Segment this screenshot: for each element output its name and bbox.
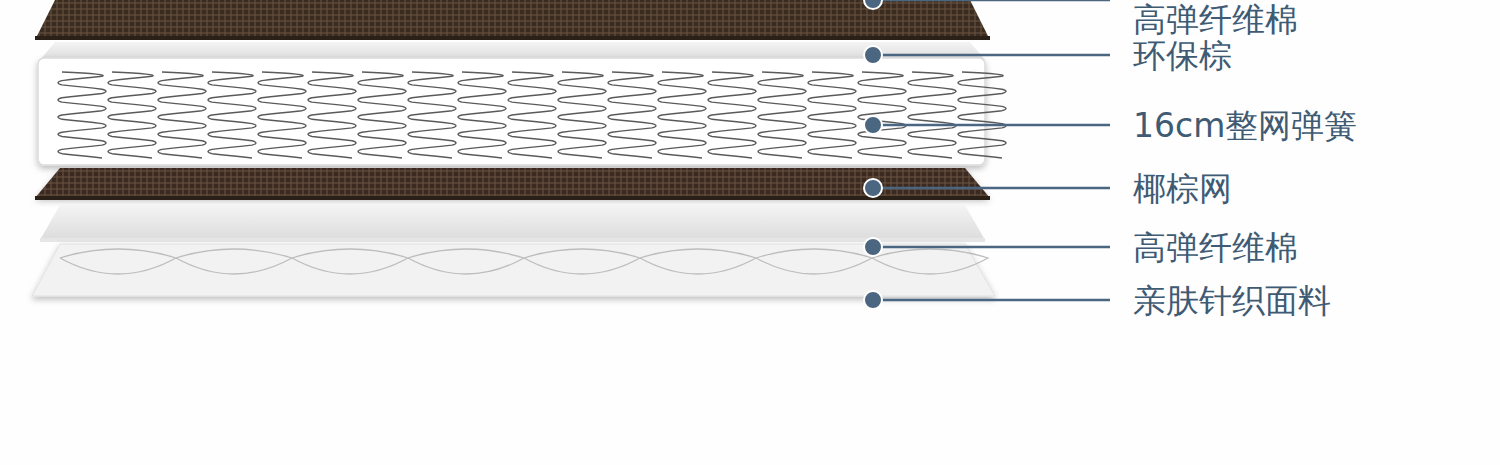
spring-coil [958, 72, 1006, 158]
leader-lines [864, 0, 1110, 309]
spring-coil [758, 72, 806, 158]
layer-edge [35, 196, 990, 200]
coir-net [35, 168, 990, 198]
quilt-stitch [872, 249, 988, 274]
spring-coil [658, 72, 706, 158]
quilt-stitch [524, 249, 640, 274]
layer-edge [40, 238, 985, 242]
spring-coil [258, 72, 306, 158]
spring-coil [158, 72, 206, 158]
layer-label: 高弹纤维棉 [1133, 3, 1298, 36]
spring-coil [308, 72, 356, 158]
layer-label: 椰棕网 [1133, 172, 1232, 205]
spring-coil [608, 72, 656, 158]
layer-label: 高弹纤维棉 [1133, 231, 1298, 264]
quilt-stitch [640, 249, 756, 274]
spring-coil [358, 72, 406, 158]
knit-fabric [32, 244, 995, 296]
layer-label: 亲肤针织面料 [1133, 284, 1331, 317]
spring-coil [808, 72, 856, 158]
layer-label: 16cm整网弹簧 [1133, 109, 1357, 142]
spring-coil [408, 72, 456, 158]
layer-label: 环保棕 [1133, 39, 1232, 72]
spring-coil [508, 72, 556, 158]
quilt-stitch [176, 249, 292, 274]
spring-coil [908, 72, 956, 158]
quilt-stitch [408, 249, 524, 274]
spring-coil [858, 72, 906, 158]
quilt-stitch [756, 249, 872, 274]
layer-edge [35, 36, 990, 40]
spring-coils [58, 72, 1006, 158]
spring-coil [558, 72, 606, 158]
top-layer [35, 0, 990, 40]
spring-coil [458, 72, 506, 158]
quilt-pattern [60, 249, 988, 274]
spring-block [38, 58, 985, 165]
spring-coil [208, 72, 256, 158]
spring-coil [58, 72, 106, 158]
quilt-stitch [60, 249, 176, 274]
quilt-stitch [292, 249, 408, 274]
spring-coil [108, 72, 156, 158]
fiber-layer [40, 205, 985, 240]
spring-coil [708, 72, 756, 158]
